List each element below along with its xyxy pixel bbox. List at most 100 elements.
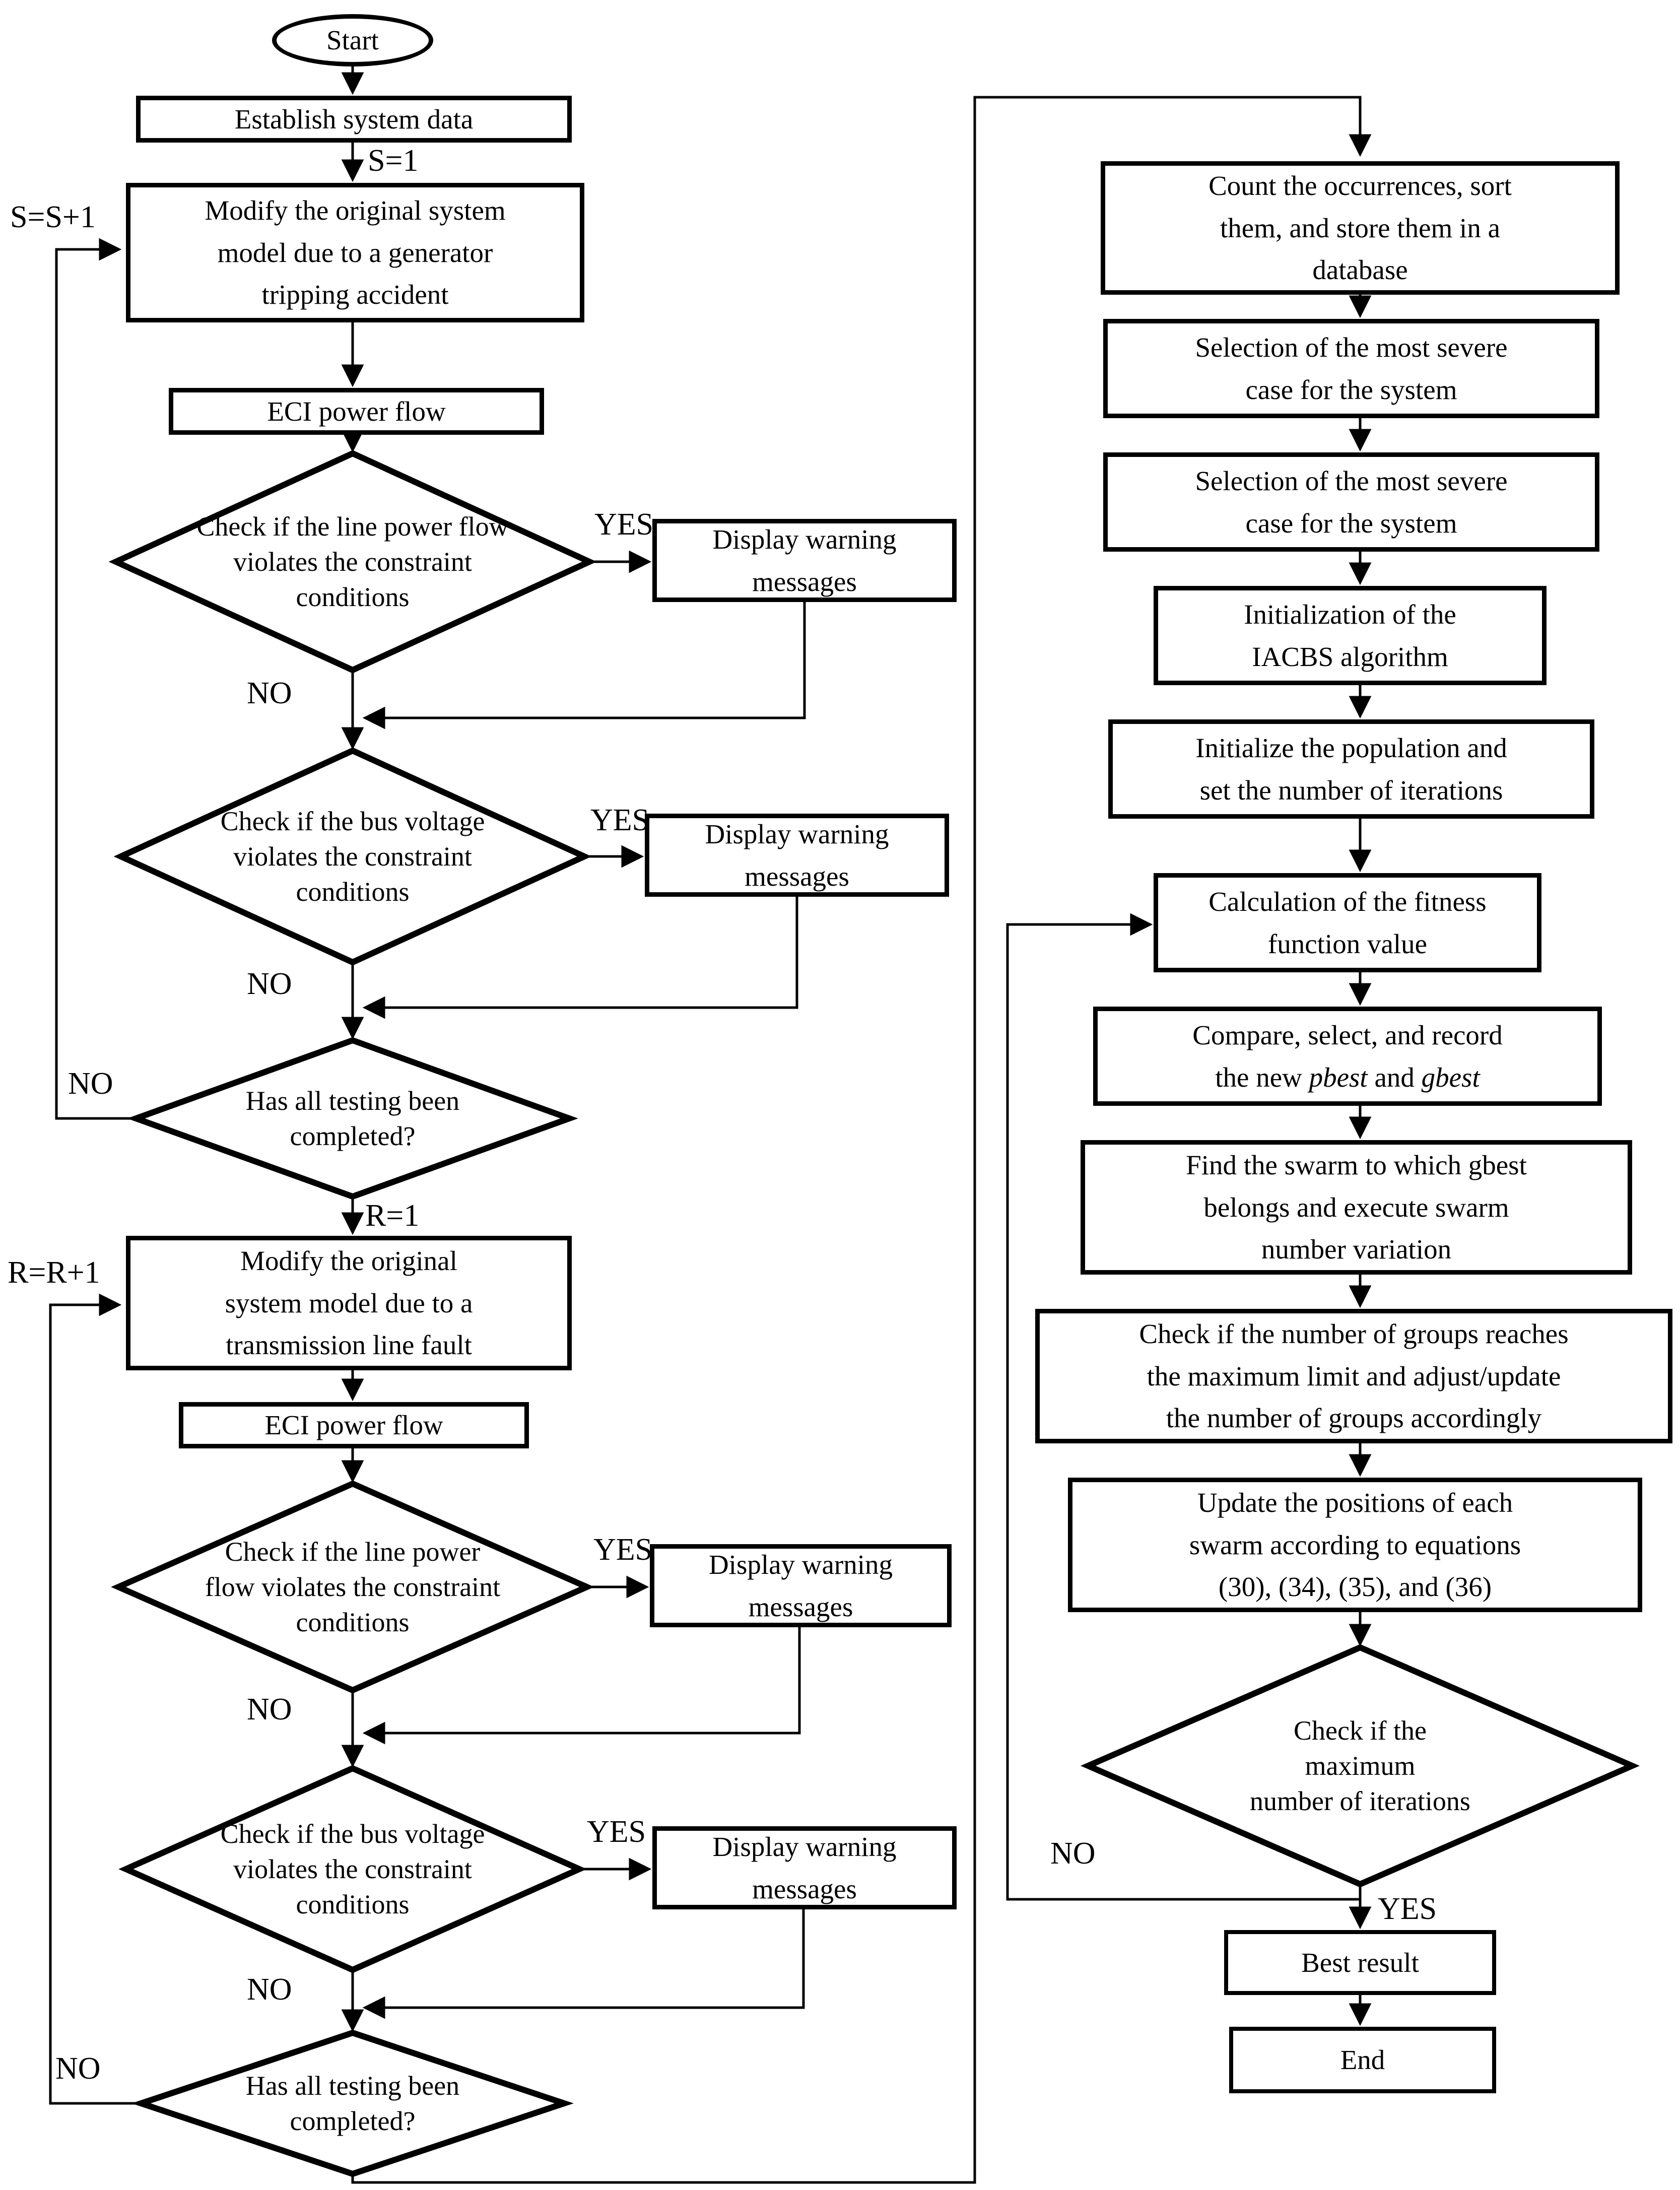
check-max-iter-line: maximum <box>1305 1750 1416 1781</box>
yes-label-5: YES <box>1378 1892 1437 1926</box>
initpop-line: Initialize the population and <box>1195 732 1507 763</box>
warn4-line: messages <box>752 1873 857 1904</box>
diamond-testing-complete-2 <box>131 2029 574 2177</box>
init-iacbs-step: Initialization of the IACBS algorithm <box>1154 586 1547 685</box>
display-warning-4: Display warning messages <box>652 1826 957 1909</box>
check-line-power-2-line: flow violates the constraint <box>205 1571 501 1602</box>
modify-generator-step: Modify the original system model due to … <box>126 183 584 322</box>
eci-power-flow-2-step: ECI power flow <box>179 1402 529 1448</box>
check-bus-voltage-1-text: Check if the bus voltage violates the co… <box>136 778 569 935</box>
modify-transmission-line: system model due to a <box>225 1287 473 1318</box>
modify-transmission-line: transmission line fault <box>226 1330 472 1361</box>
compare-gbest-italic: gbest <box>1421 1061 1480 1093</box>
no-label-1: NO <box>247 676 292 710</box>
check-bus-voltage-1-line: Check if the bus voltage <box>220 806 485 836</box>
edge-warn2-merge2 <box>362 897 798 1019</box>
initpop-line: set the number of iterations <box>1199 774 1503 806</box>
check-groups-step: Check if the number of groups reaches th… <box>1035 1309 1672 1443</box>
end-label: End <box>1340 2044 1385 2076</box>
yes-label-2: YES <box>590 803 650 837</box>
compare-line-1: Compare, select, and record <box>1192 1019 1503 1050</box>
modify-generator-line: model due to a generator <box>217 237 493 268</box>
compare-line2-mid: and <box>1367 1061 1422 1093</box>
check-line-power-2-line: conditions <box>296 1607 410 1638</box>
best-result-step: Best result <box>1224 1930 1496 1995</box>
modify-generator-line: Modify the original system <box>205 195 506 226</box>
no-label-3: NO <box>68 1067 113 1101</box>
establish-system-data-step: Establish system data <box>136 96 572 143</box>
count-line: Count the occurrences, sort <box>1208 170 1512 202</box>
no-label-5: NO <box>247 1972 292 2007</box>
testing-complete-1-text: Has all testing been completed? <box>151 1055 554 1181</box>
establish-label: Establish system data <box>234 103 474 135</box>
select2-line: case for the system <box>1245 507 1457 539</box>
diamond-check-line-power-2 <box>111 1480 594 1694</box>
testing-complete-1-line: completed? <box>290 1121 416 1151</box>
select-severe-2-step: Selection of the most severe case for th… <box>1103 452 1599 552</box>
edge-warn3-merge3 <box>362 1627 801 1745</box>
testing-complete-2-line: Has all testing been <box>245 2070 460 2101</box>
check-line-power-1-line: violates the constraint <box>233 546 472 577</box>
compare-record-step: Compare, select, and record the new pbes… <box>1093 1007 1602 1106</box>
s1-label: S=1 <box>368 144 419 178</box>
count-line: them, and store them in a <box>1220 212 1500 243</box>
compare-line2-pre: the new <box>1215 1061 1309 1093</box>
warn3-line: Display warning <box>708 1549 893 1580</box>
check-line-power-2-text: Check if the line power flow violates th… <box>133 1511 572 1663</box>
testing-complete-2-text: Has all testing been completed? <box>151 2045 554 2161</box>
check-line-power-1-line: conditions <box>296 582 410 613</box>
select-severe-1-step: Selection of the most severe case for th… <box>1103 319 1599 418</box>
edge-d6-yes-count <box>351 96 1372 2184</box>
s-increment-label: S=S+1 <box>10 200 96 234</box>
warn1-line: Display warning <box>712 523 897 555</box>
check-bus-voltage-1-line: violates the constraint <box>233 841 472 872</box>
iacbs-line: Initialization of the <box>1244 599 1456 630</box>
diamond-check-max-iterations <box>1080 1644 1640 1888</box>
eci2-label: ECI power flow <box>264 1410 443 1441</box>
no-label-2: NO <box>247 967 292 1001</box>
warn2-line: messages <box>745 860 849 892</box>
count-occurrences-step: Count the occurrences, sort them, and st… <box>1101 161 1620 295</box>
eci1-label: ECI power flow <box>267 395 446 427</box>
findswarm-line: belongs and execute swarm <box>1203 1191 1509 1223</box>
end-terminator: End <box>1229 2027 1496 2093</box>
find-swarm-step: Find the swarm to which gbest belongs an… <box>1081 1140 1632 1275</box>
eci-power-flow-1-step: ECI power flow <box>169 388 544 435</box>
best-result-label: Best result <box>1301 1947 1419 1978</box>
select2-line: Selection of the most severe <box>1195 465 1508 496</box>
warn1-line: messages <box>752 566 857 597</box>
no-label-7: NO <box>1050 1836 1096 1871</box>
checkgroups-line: Check if the number of groups reaches <box>1139 1318 1569 1350</box>
update-line: Update the positions of each <box>1197 1487 1513 1518</box>
select1-line: case for the system <box>1245 374 1457 405</box>
compare-pbest-italic: pbest <box>1309 1061 1368 1093</box>
check-bus-voltage-2-line: violates the constraint <box>233 1853 472 1884</box>
update-line: swarm according to equations <box>1189 1529 1521 1560</box>
no-label-6: NO <box>55 2051 101 2086</box>
iacbs-line: IACBS algorithm <box>1252 641 1448 672</box>
yes-label-3: YES <box>593 1533 653 1567</box>
start-terminator: Start <box>272 14 433 67</box>
display-warning-1: Display warning messages <box>652 519 957 602</box>
start-label: Start <box>326 25 379 56</box>
compare-line-2: the new pbest and gbest <box>1215 1056 1480 1099</box>
warn4-line: Display warning <box>712 1831 897 1862</box>
check-line-power-2-line: Check if the line power <box>225 1536 481 1567</box>
diamond-testing-complete-1 <box>127 1037 578 1200</box>
check-bus-voltage-2-line: Check if the bus voltage <box>220 1818 485 1849</box>
update-line: (30), (34), (35), and (36) <box>1218 1571 1492 1603</box>
check-line-power-1-line: Check if the line power flow <box>196 511 509 542</box>
display-warning-2: Display warning messages <box>645 814 949 897</box>
check-max-iter-line: number of iterations <box>1250 1786 1470 1817</box>
edge-d6-no-loop-r <box>49 1293 141 2105</box>
testing-complete-1-line: Has all testing been <box>245 1085 460 1116</box>
modify-transmission-step: Modify the original system model due to … <box>126 1236 572 1370</box>
checkgroups-line: the maximum limit and adjust/update <box>1147 1360 1561 1391</box>
select1-line: Selection of the most severe <box>1195 331 1508 363</box>
init-population-step: Initialize the population and set the nu… <box>1108 719 1594 819</box>
check-max-iterations-text: Check if the maximum number of iteration… <box>1133 1678 1587 1854</box>
diamond-check-bus-voltage-2 <box>118 1765 587 1973</box>
modify-generator-line: tripping accident <box>261 279 449 310</box>
update-positions-step: Update the positions of each swarm accor… <box>1068 1478 1642 1612</box>
